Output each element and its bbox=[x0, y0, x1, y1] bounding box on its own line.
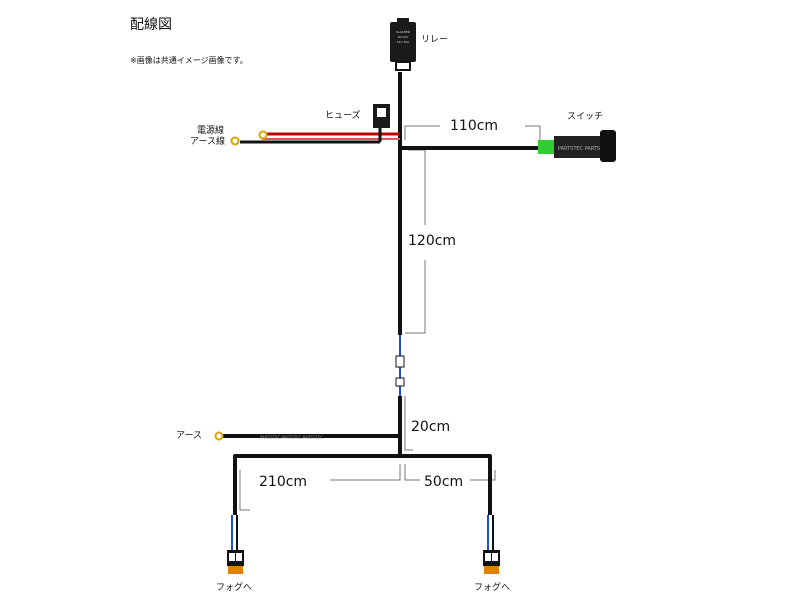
inline-connector bbox=[395, 355, 405, 387]
length-brackets bbox=[239, 125, 541, 511]
length-main-run: 120cm bbox=[408, 233, 457, 249]
fog-connector-left bbox=[227, 550, 244, 574]
relay-face-line-3: 12V 35A bbox=[397, 40, 411, 44]
fog-drop-wires bbox=[231, 515, 494, 550]
switch: PARTSTEC PARTS bbox=[538, 130, 616, 162]
harness-black-wires bbox=[222, 72, 540, 515]
power-wires bbox=[240, 128, 400, 144]
fuse-holder bbox=[373, 104, 390, 128]
relay-label: リレー bbox=[421, 35, 449, 45]
fog-right-label: フォグへ bbox=[474, 583, 511, 593]
disclaimer-note: ※画像は共通イメージ画像です。 bbox=[130, 56, 248, 65]
ground-ring-terminal-mid bbox=[214, 431, 224, 441]
power-ring-terminal bbox=[258, 130, 268, 140]
relay: SLASHED DC12V 12V 35A bbox=[390, 18, 416, 71]
ground-label: アース bbox=[176, 431, 203, 441]
length-split-run: 20cm bbox=[411, 419, 451, 435]
power-wire-label: 電源線 bbox=[197, 126, 225, 136]
fuse-label: ヒューズ bbox=[325, 111, 361, 121]
length-right-run: 50cm bbox=[424, 474, 464, 490]
ground-wire-label: アース線 bbox=[190, 137, 226, 147]
ring-terminals bbox=[214, 130, 268, 441]
fog-connector-right bbox=[483, 550, 500, 574]
length-left-run: 210cm bbox=[259, 474, 308, 490]
ground-ring-terminal-top bbox=[230, 136, 240, 146]
relay-face-line-1: SLASHED bbox=[396, 30, 411, 34]
switch-face-text: PARTSTEC PARTS bbox=[558, 146, 600, 152]
length-switch-run: 110cm bbox=[450, 118, 499, 134]
diagram-title: 配線図 bbox=[130, 17, 172, 33]
fog-left-label: フォグへ bbox=[216, 583, 253, 593]
relay-face-line-2: DC12V bbox=[398, 35, 409, 39]
harness-print: PARTSTEC PARTSTEC PARTSTEC bbox=[260, 435, 323, 440]
switch-label: スイッチ bbox=[567, 112, 604, 122]
